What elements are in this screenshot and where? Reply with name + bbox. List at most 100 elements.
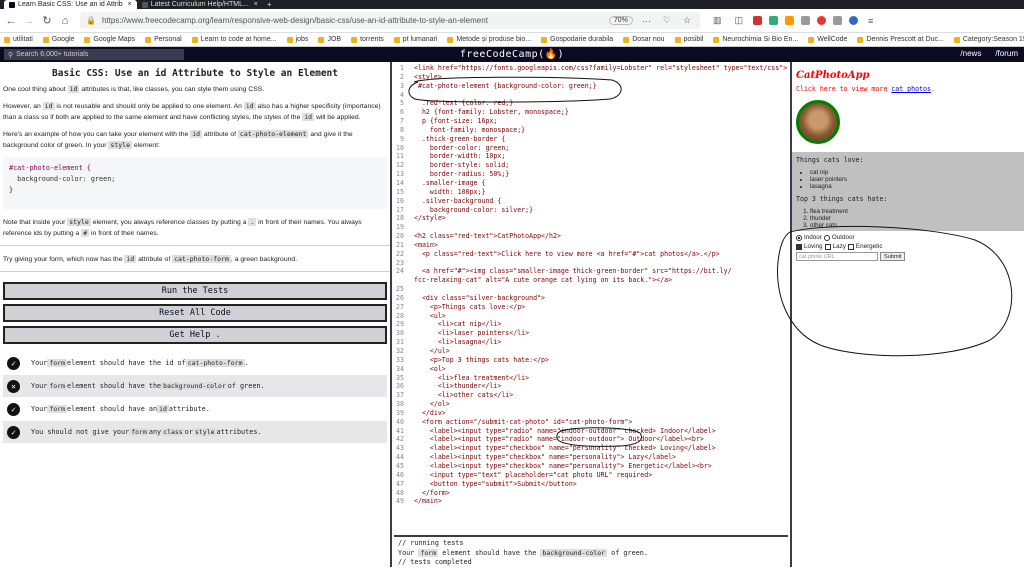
extension-icon[interactable] — [753, 16, 763, 25]
code-line[interactable]: 44 <label><input type="checkbox" name="p… — [394, 453, 788, 462]
code-line[interactable]: 22 <p class="red-text">Click here to vie… — [394, 250, 788, 259]
back-arrow-icon[interactable]: ← — [5, 14, 17, 27]
bookmark-item[interactable]: torrents — [351, 36, 384, 43]
run-tests-button[interactable]: Run the Tests — [3, 282, 387, 300]
search-input[interactable]: ⚲Search 6,000+ tutorials — [4, 49, 184, 60]
code-line[interactable]: 28 <ul> — [394, 312, 788, 321]
code-line[interactable]: 8 font-family: monospace;} — [394, 126, 788, 135]
code-line[interactable]: 48 </form> — [394, 489, 788, 498]
nav-link-news[interactable]: /news — [960, 49, 982, 58]
extension-icon[interactable] — [801, 16, 811, 25]
more-dots-icon[interactable]: ··· — [641, 15, 651, 26]
code-line[interactable]: 19 — [394, 223, 788, 232]
code-editor[interactable]: 1<link href="https://fonts.googleapis.co… — [394, 62, 788, 534]
bookmark-item[interactable]: Dennis Prescott at Duc... — [857, 36, 944, 43]
zoom-indicator[interactable]: 70% — [608, 16, 633, 25]
code-line[interactable]: fcc-relaxing-cat" alt="A cute orange cat… — [394, 276, 788, 285]
bookmark-item[interactable]: Category:Season 19 |... — [953, 36, 1024, 43]
cat-photos-link[interactable]: cat photos — [891, 85, 931, 93]
code-line[interactable]: 4 — [394, 91, 788, 100]
code-line[interactable]: 17 background-color: silver;} — [394, 206, 788, 215]
code-line[interactable]: 18</style> — [394, 214, 788, 223]
code-line[interactable]: 15 width: 100px;} — [394, 188, 788, 197]
code-line[interactable]: 31 <li>lasagna</li> — [394, 338, 788, 347]
code-line[interactable]: 36 <li>thunder</li> — [394, 382, 788, 391]
cat-image[interactable] — [796, 100, 840, 144]
bookmark-item[interactable]: jobs — [286, 36, 308, 43]
code-line[interactable]: 12 border-style: solid; — [394, 161, 788, 170]
menu-icon[interactable]: ≡ — [868, 15, 874, 26]
code-line[interactable]: 23 — [394, 259, 788, 268]
address-bar[interactable]: 🔒 https://www.freecodecamp.org/learn/res… — [80, 12, 700, 29]
code-line[interactable]: 46 <input type="text" placeholder="cat p… — [394, 471, 788, 480]
code-line[interactable]: 16 .silver-background { — [394, 197, 788, 206]
tab-active[interactable]: Learn Basic CSS: Use an id Attrib× — [4, 0, 137, 9]
bookmark-item[interactable]: Google Maps — [84, 36, 135, 43]
code-line[interactable]: 38 </ol> — [394, 400, 788, 409]
library-icon[interactable]: ▥ — [713, 15, 722, 25]
home-icon[interactable]: ⌂ — [61, 14, 69, 27]
forward-arrow-icon[interactable]: → — [23, 14, 35, 27]
code-line[interactable]: 10 border-color: green; — [394, 144, 788, 153]
close-icon[interactable]: × — [253, 1, 258, 8]
extension-icon[interactable] — [833, 16, 843, 25]
code-line[interactable]: 49</main> — [394, 497, 788, 506]
code-line[interactable]: 45 <label><input type="checkbox" name="p… — [394, 462, 788, 471]
code-line[interactable]: 14 .smaller-image { — [394, 179, 788, 188]
brave-icon[interactable] — [817, 16, 827, 25]
globe-icon[interactable] — [849, 16, 859, 25]
code-line[interactable]: 27 <p>Things cats love:</p> — [394, 303, 788, 312]
outdoor-radio[interactable] — [823, 234, 830, 241]
energetic-checkbox[interactable] — [847, 243, 854, 250]
code-line[interactable]: 40 <form action="/submit-cat-photo" id="… — [394, 418, 788, 427]
bookmark-item[interactable]: WellCode — [808, 36, 847, 43]
extension-icon[interactable] — [785, 16, 795, 25]
code-line[interactable]: 13 border-radius: 50%;} — [394, 170, 788, 179]
code-line[interactable]: 32 </ul> — [394, 347, 788, 356]
code-line[interactable]: 26 <div class="silver-background"> — [394, 294, 788, 303]
bookmark-item[interactable]: Google — [42, 36, 74, 43]
extension-icon[interactable] — [769, 16, 779, 25]
indoor-radio[interactable] — [796, 234, 802, 241]
bookmark-item[interactable]: Metode și produse bio... — [447, 36, 531, 43]
code-line[interactable]: 2<style> — [394, 73, 788, 82]
new-tab-button[interactable]: + — [266, 0, 272, 9]
reset-code-button[interactable]: Reset All Code — [3, 304, 387, 322]
code-line[interactable]: 41 <label><input type="radio" name="indo… — [394, 427, 788, 436]
code-line[interactable]: 29 <li>cat nip</li> — [394, 320, 788, 329]
code-line[interactable]: 21<main> — [394, 241, 788, 250]
reload-icon[interactable]: ↻ — [42, 15, 52, 27]
nav-link-forum[interactable]: /forum — [995, 49, 1018, 58]
code-line[interactable]: 11 border-width: 10px; — [394, 152, 788, 161]
code-line[interactable]: 6 h2 {font-family: Lobster, monospace;} — [394, 108, 788, 117]
bookmark-item[interactable]: Dosar nou — [623, 36, 665, 43]
code-line[interactable]: 33 <p>Top 3 things cats hate:</p> — [394, 356, 788, 365]
cat-photo-url-input[interactable]: cat photo URL — [796, 252, 878, 261]
bookmark-star-icon[interactable]: ☆ — [682, 15, 691, 25]
code-line[interactable]: 47 <button type="submit">Submit</button> — [394, 480, 788, 489]
code-line[interactable]: 1<link href="https://fonts.googleapis.co… — [394, 64, 788, 73]
get-help-button[interactable]: Get Help . — [3, 326, 387, 344]
code-line[interactable]: 5 .red-text {color: red;} — [394, 99, 788, 108]
code-line[interactable]: 3 #cat-photo-element {background-color: … — [394, 82, 788, 91]
code-line[interactable]: 25 — [394, 285, 788, 294]
close-icon[interactable]: × — [127, 1, 132, 8]
code-line[interactable]: 37 <li>other cats</li> — [394, 391, 788, 400]
bookmark-item[interactable]: Learn to code at home... — [191, 36, 277, 43]
sidebar-icon[interactable]: ◫ — [734, 15, 744, 25]
url-text[interactable]: https://www.freecodecamp.org/learn/respo… — [101, 16, 488, 25]
bookmark-item[interactable]: Gospodarie durabila — [541, 36, 613, 43]
submit-button[interactable]: Submit — [880, 252, 906, 261]
loving-checkbox[interactable] — [796, 243, 802, 250]
bookmark-item[interactable]: JOB — [318, 36, 341, 43]
code-line[interactable]: 7 p {font-size: 16px; — [394, 117, 788, 126]
code-line[interactable]: 9 .thick-green-border { — [394, 135, 788, 144]
bookmark-item[interactable]: Neurochimia Si Bio En... — [713, 36, 798, 43]
code-line[interactable]: 30 <li>laser pointers</li> — [394, 329, 788, 338]
pocket-icon[interactable]: ♡ — [662, 15, 671, 25]
bookmark-item[interactable]: posibil — [674, 36, 703, 43]
code-line[interactable]: 35 <li>flea treatment</li> — [394, 374, 788, 383]
code-line[interactable]: 24 <a href="#"><img class="smaller-image… — [394, 267, 788, 276]
code-line[interactable]: 43 <label><input type="checkbox" name="p… — [394, 444, 788, 453]
bookmark-item[interactable]: utilitati — [4, 36, 33, 43]
